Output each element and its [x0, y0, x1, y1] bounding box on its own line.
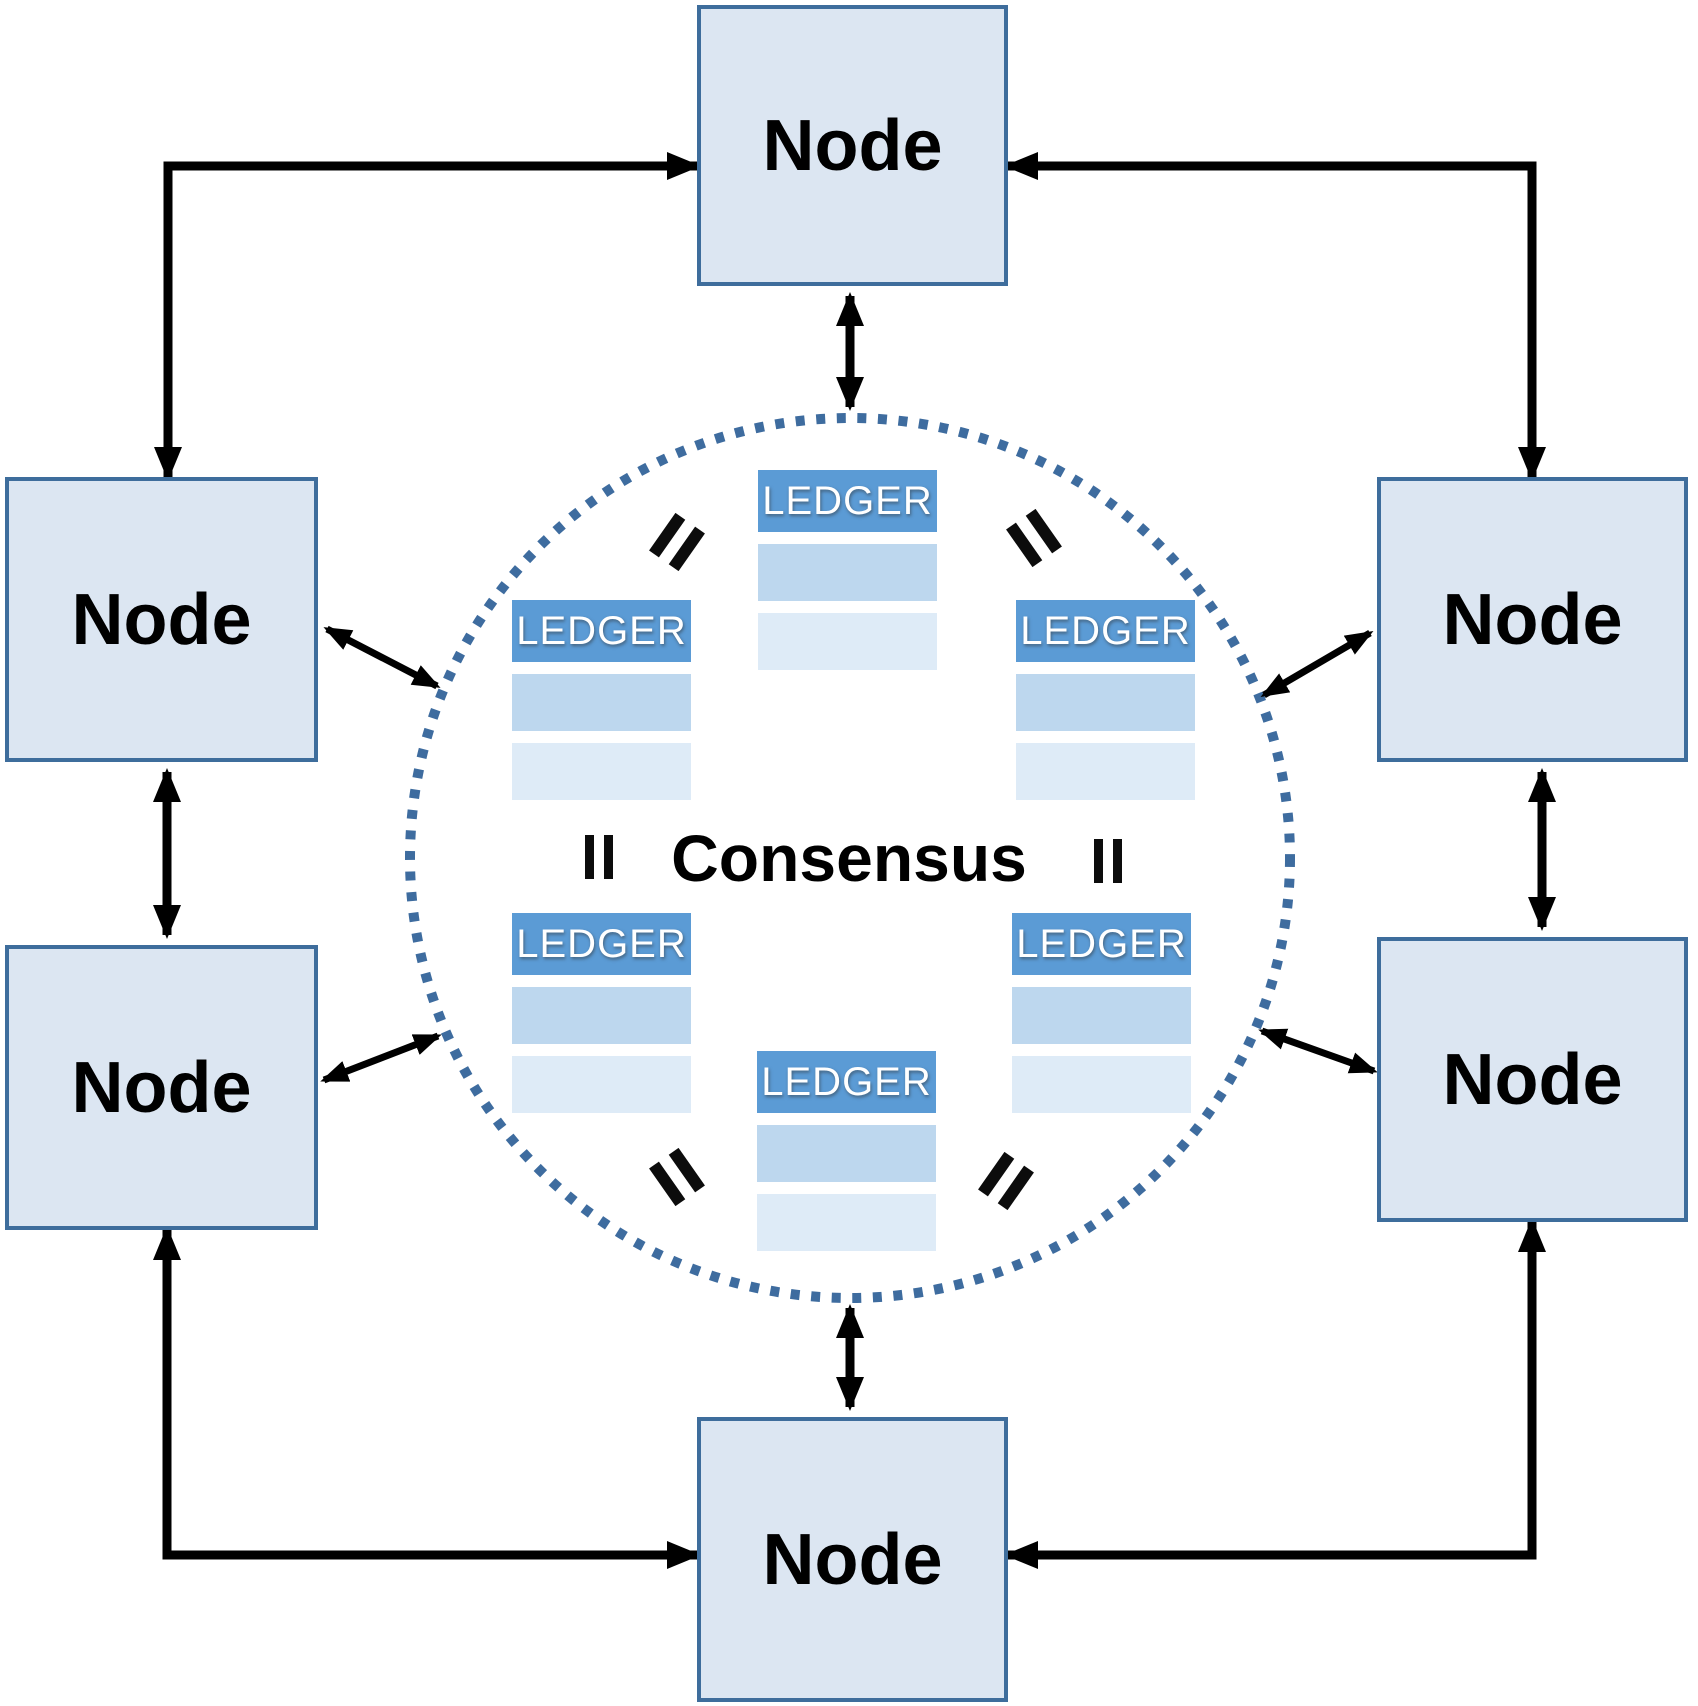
node-box-upper-right: Node [1377, 477, 1688, 762]
ledger-header: LEDGER [512, 600, 691, 662]
equals-bar [1094, 839, 1103, 883]
ledger-row [1016, 743, 1195, 800]
ledger-row [512, 674, 691, 731]
ledger-row [758, 613, 937, 670]
arrow-upperright-node-to-circle [1260, 629, 1374, 699]
ledger-stack-mid-left: LEDGER [512, 600, 691, 800]
node-box-bottom: Node [697, 1417, 1008, 1702]
equals-bar [1113, 839, 1122, 883]
node-label: Node [762, 105, 943, 186]
arrow-lowerleft-node-to-circle [320, 1032, 442, 1084]
ledger-row [512, 743, 691, 800]
ledger-header: LEDGER [758, 470, 937, 532]
arrow-upperright-node-to-top-node [1004, 152, 1546, 481]
equals-bar [585, 835, 594, 879]
equals-icon-mid-left [585, 835, 613, 879]
ledger-header: LEDGER [512, 913, 691, 975]
ledger-stack-lower-right: LEDGER [1012, 913, 1191, 1113]
node-box-lower-left: Node [5, 945, 318, 1230]
arrow-lowerright-node-to-bottom-node [1004, 1218, 1546, 1569]
node-label: Node [1442, 1039, 1623, 1120]
ledger-stack-bottom-center: LEDGER [757, 1051, 936, 1251]
ledger-header: LEDGER [1012, 913, 1191, 975]
arrow-upperleft-node-to-circle [323, 625, 441, 690]
arrow-lowerleft-node-to-bottom-node [153, 1226, 701, 1569]
node-box-lower-right: Node [1377, 937, 1688, 1222]
consensus-title: Consensus [671, 821, 1027, 895]
arrow-lowerright-node-to-circle [1258, 1027, 1378, 1075]
node-label: Node [71, 1047, 252, 1128]
ledger-row [1012, 987, 1191, 1044]
node-box-upper-left: Node [5, 477, 318, 762]
equals-icon-mid-right [1094, 839, 1122, 883]
ledger-row [757, 1125, 936, 1182]
ledger-stack-mid-right: LEDGER [1016, 600, 1195, 800]
ledger-header: LEDGER [1016, 600, 1195, 662]
arrow-upperleft-node-to-top-node [154, 152, 701, 481]
equals-bar [604, 835, 613, 879]
ledger-stack-lower-left: LEDGER [512, 913, 691, 1113]
ledger-header: LEDGER [757, 1051, 936, 1113]
consensus-dotted-circle [405, 413, 1295, 1303]
node-label: Node [71, 579, 252, 660]
ledger-row [757, 1194, 936, 1251]
ledger-row [1012, 1056, 1191, 1113]
ledger-row [758, 544, 937, 601]
ledger-row [512, 987, 691, 1044]
node-label: Node [1442, 579, 1623, 660]
node-box-top: Node [697, 5, 1008, 286]
node-label: Node [762, 1519, 943, 1600]
ledger-row [512, 1056, 691, 1113]
ledger-row [1016, 674, 1195, 731]
ledger-stack-top-center: LEDGER [758, 470, 937, 670]
